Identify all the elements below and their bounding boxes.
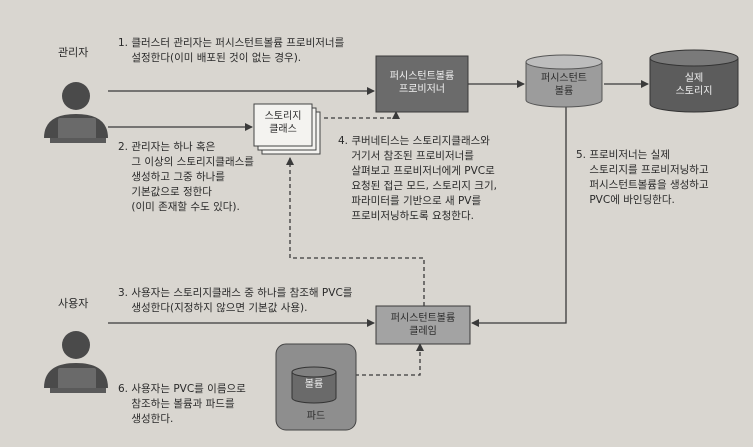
step-2-text: 2. 관리자는 하나 혹은 그 이상의 스토리지클래스를 생성하고 그중 하나를… [118, 141, 254, 213]
step-5-text: 5. 프로비저너는 실제 스토리지를 프로비저닝하고 퍼시스턴트볼륨을 생성하고… [576, 149, 709, 206]
pvc-box [375, 305, 471, 345]
volume-label: 볼륨 [304, 379, 324, 390]
pod-box [275, 343, 357, 431]
step-1-text: 1. 클러스터 관리자는 퍼시스턴트볼륨 프로비저너를 설정한다(이미 배포된 … [118, 37, 345, 64]
dashed-storageclass-to-provisioner [324, 111, 400, 119]
provisioner-label: 퍼시스턴트볼륨 프로비저너 [389, 71, 455, 95]
admin-person-icon [44, 82, 108, 143]
pvc-label: 퍼시스턴트볼륨 클레임 [390, 313, 456, 337]
storage-class-label: 스토리지 클래스 [264, 111, 302, 135]
user-person-icon [44, 331, 108, 393]
persistent-volume-label: 퍼시스턴트 볼륨 [541, 73, 587, 97]
pod-label: 파드 [306, 411, 326, 422]
persistent-volume-cylinder [525, 54, 603, 108]
provisioner-box [375, 55, 469, 113]
user-label: 사용자 [58, 297, 89, 310]
dashed-pvc-to-storageclass [286, 157, 425, 306]
real-storage-cylinder [649, 49, 739, 113]
arrow-pv-to-pvc [471, 104, 567, 327]
real-storage-label: 실제 스토리지 [675, 73, 713, 97]
storage-class-stack [253, 103, 321, 155]
admin-label: 관리자 [58, 46, 89, 59]
step-6-text: 6. 사용자는 PVC를 이름으로 참조하는 볼륨과 파드를 생성한다. [118, 383, 246, 425]
step-4-text: 4. 쿠버네티스는 스토리지클래스와 거기서 참조된 프로비저너를 살펴보고 프… [338, 135, 497, 222]
step-3-text: 3. 사용자는 스토리지클래스 중 하나를 참조해 PVC를 생성한다(지정하지… [118, 287, 353, 314]
dashed-volume-to-pvc [334, 343, 424, 376]
